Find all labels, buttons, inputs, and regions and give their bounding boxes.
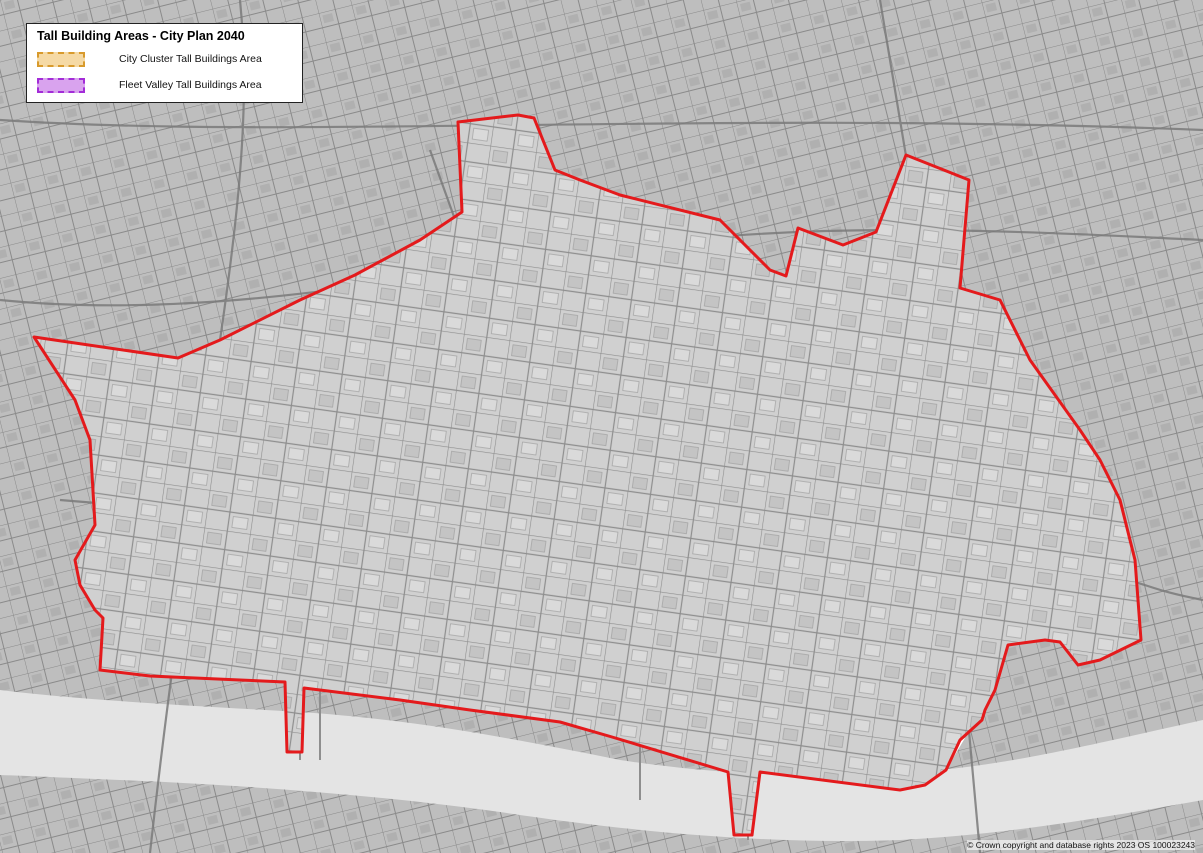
legend-label-fleet-valley: Fleet Valley Tall Buildings Area [119,79,262,91]
legend-item-fleet-valley: Fleet Valley Tall Buildings Area [37,75,299,97]
city-cluster-swatch [37,52,85,67]
map-legend: Tall Building Areas - City Plan 2040 Cit… [26,23,303,103]
legend-item-city-cluster: City Cluster Tall Buildings Area [37,49,299,71]
fleet-valley-swatch [37,78,85,93]
legend-title: Tall Building Areas - City Plan 2040 [37,29,245,43]
legend-label-city-cluster: City Cluster Tall Buildings Area [119,53,262,65]
copyright-notice: © Crown copyright and database rights 20… [967,840,1195,850]
